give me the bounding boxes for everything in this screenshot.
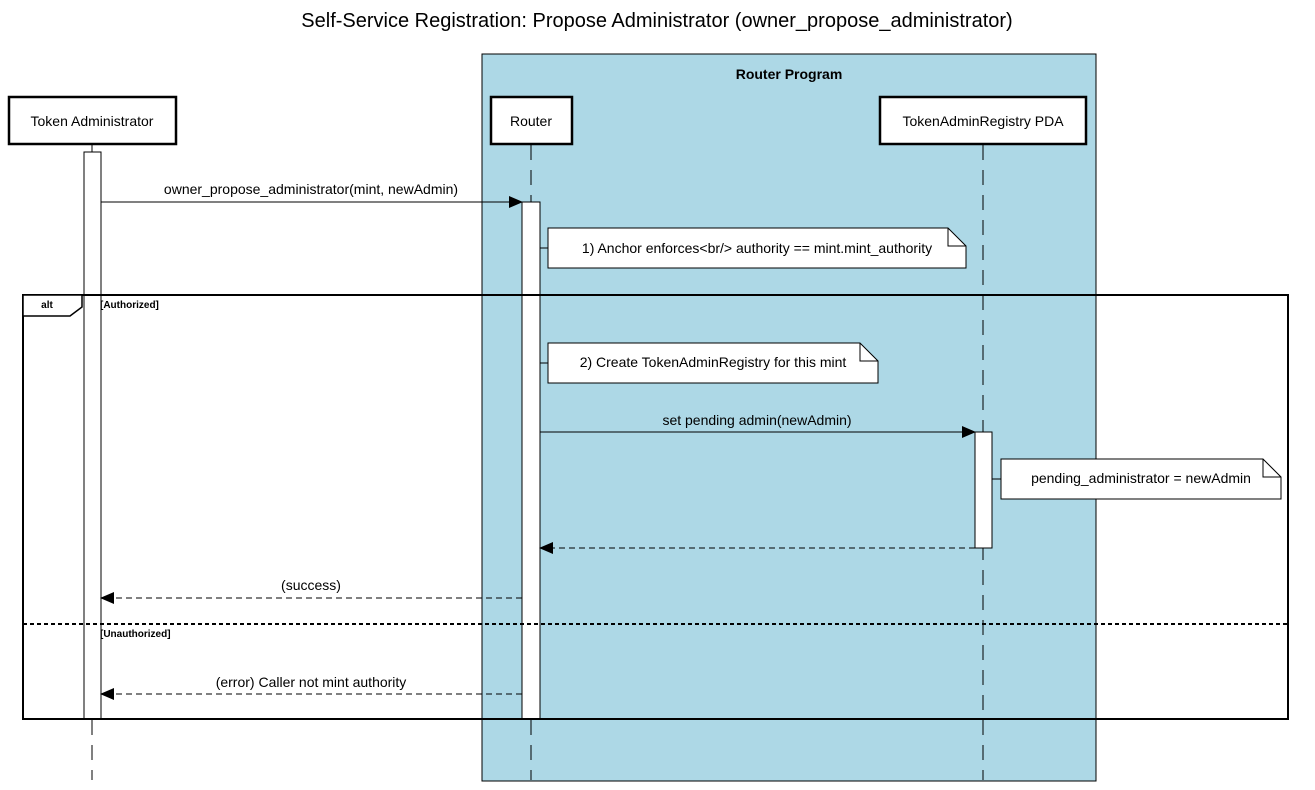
note-box xyxy=(1000,458,1282,500)
note-fold xyxy=(859,343,878,362)
admin-activation-bar xyxy=(83,151,102,720)
alt-fragment xyxy=(22,294,1289,720)
diagram-title: Self-Service Registration: Propose Admin… xyxy=(301,10,1012,32)
note-box xyxy=(547,227,967,269)
router-program-group xyxy=(481,53,1097,782)
participant-token-administrator[interactable]: Token Administrator xyxy=(7,95,178,146)
participant-token-admin-registry[interactable]: TokenAdminRegistry PDA xyxy=(878,95,1088,146)
alt-guard-authorized: [Authorized] xyxy=(100,300,159,311)
note-fold xyxy=(947,228,966,247)
message-label: (error) Caller not mint authority xyxy=(216,674,407,690)
alt-guard-unauthorized: [Unauthorized] xyxy=(100,629,171,640)
registry-activation-bar xyxy=(974,431,993,549)
alt-operator-tab xyxy=(22,294,83,317)
message-label: set pending admin(newAdmin) xyxy=(662,412,851,428)
participant-label: Router xyxy=(510,113,552,129)
note-box xyxy=(547,342,879,384)
note-text: 1) Anchor enforces<br/> authority == min… xyxy=(582,240,932,256)
participant-router[interactable]: Router xyxy=(489,95,574,146)
note-text: pending_administrator = newAdmin xyxy=(1031,470,1251,486)
alt-operator-label: alt xyxy=(41,300,53,311)
note-fold xyxy=(1262,459,1281,478)
router-activation-bar xyxy=(521,201,541,720)
router-program-label: Router Program xyxy=(736,66,843,82)
participant-label: Token Administrator xyxy=(31,113,154,129)
message-label: owner_propose_administrator(mint, newAdm… xyxy=(164,181,458,197)
note-text: 2) Create TokenAdminRegistry for this mi… xyxy=(580,354,847,370)
participant-label: TokenAdminRegistry PDA xyxy=(902,113,1064,129)
message-label: (success) xyxy=(281,577,341,593)
